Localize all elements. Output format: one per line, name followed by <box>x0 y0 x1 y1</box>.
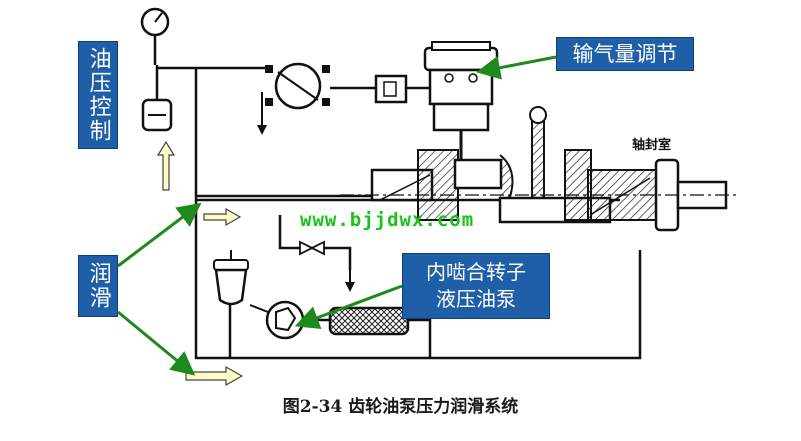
drain-arrows <box>257 92 355 292</box>
throttle-valve <box>299 240 325 256</box>
unloading-cylinder <box>423 41 499 160</box>
lube-flow-arrows <box>185 207 244 387</box>
oil-pressure-switch <box>141 65 173 132</box>
watermark-text: www.bjjdwx.com <box>300 209 475 231</box>
oil-strainer <box>328 306 410 336</box>
gear-pump-label-line1: 内啮合转子 <box>426 260 526 284</box>
crankshaft-assembly <box>340 106 740 232</box>
gear-pump <box>249 300 305 340</box>
lubrication-label: 润滑 <box>78 255 118 317</box>
flow-regulation-label: 输气量调节 <box>556 37 694 71</box>
oil-pressure-control-label: 油压控制 <box>78 41 118 149</box>
gear-pump-label-line2: 液压油泵 <box>436 287 516 311</box>
pressure-gauge <box>140 7 170 65</box>
callout-arrows <box>117 55 557 376</box>
orifice-box <box>374 74 430 104</box>
gear-pump-label: 内啮合转子 液压油泵 <box>402 253 550 319</box>
shaft-seal-label: 轴封室 <box>632 138 672 153</box>
control-up-arrow <box>156 140 176 191</box>
control-valve <box>265 62 330 110</box>
oil-filter-cup <box>213 250 249 306</box>
figure-caption: 图2-34 齿轮油泵压力润滑系统 <box>282 397 519 417</box>
